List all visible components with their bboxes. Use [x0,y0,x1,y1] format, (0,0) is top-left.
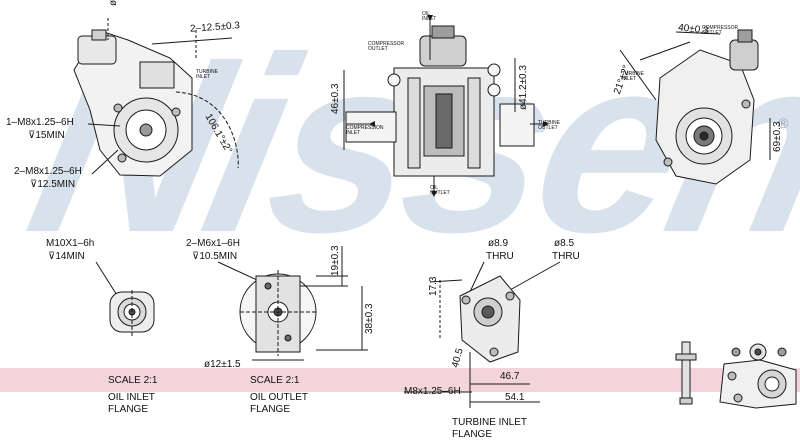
gasket-and-pipe-drawing [675,341,797,409]
caption-oil-outlet-line1: OIL OUTLET [250,392,308,403]
label-scale-oil-inlet: SCALE 2:1 [108,375,158,386]
label-dim-54-1: 54.1 [505,392,525,403]
label-thru-1: THRU [486,251,514,262]
oil-inlet-flange-drawing [95,261,155,336]
label-dim-19: 19±0.3 [330,245,341,276]
label-hole-8-5: ø8.5 [554,238,575,249]
label-hole-8-9: ø8.9 [488,238,509,249]
label-oil-outlet-top: OIL OUTLET [430,185,450,196]
label-thru-2: THRU [552,251,580,262]
label-dim-41-2: ø41.2±0.3 [518,65,529,110]
registered-mark: ® [778,115,789,131]
label-depth-14: ⊽14MIN [48,251,85,262]
label-thread-m6: 2–M6x1–6H [186,238,240,249]
caption-oil-inlet-line2: FLANGE [108,404,149,415]
label-dim-38: 38±0.3 [364,303,375,334]
label-thread-m8-1: 1–M8x1.25–6H [6,117,74,128]
label-scale-oil-outlet: SCALE 2:1 [250,375,300,386]
label-dim-17-3: 17.3 [428,276,439,296]
label-thread-m10: M10X1–6h [46,238,95,249]
label-depth-10-5: ⊽10.5MIN [192,251,238,262]
caption-oil-inlet-line1: OIL INLET [108,392,155,403]
label-dim-69: 69±0.3 [772,121,783,152]
label-turbine-inlet-left: TURBINE INLET [196,69,218,80]
label-compressor-outlet-center: COMPRESSOR OUTLET [368,41,405,52]
turbine-inlet-flange-drawing [404,261,561,408]
label-dim-46: 46±0.3 [330,83,341,114]
label-phi4: ø4 [108,0,119,6]
caption-turbine-inlet-line2: FLANGE [452,429,493,440]
label-compressor-inlet: COMPRESSION INLET [346,125,384,136]
label-depth-15: ⊽15MIN [28,130,65,141]
pink-band [0,368,800,392]
label-oil-inlet-top: OIL INLET [422,11,437,22]
oil-outlet-flange-drawing [217,246,368,361]
label-dim-12: ø12±1.5 [204,359,241,370]
turbo-view-right [619,29,771,185]
label-depth-12-5: ⊽12.5MIN [30,179,76,190]
label-compressor-outlet-right: COMPRESSOR OUTLET [702,25,739,36]
label-turbine-outlet: TURBINE OUTLET [538,120,560,131]
caption-oil-outlet-line2: FLANGE [250,404,291,415]
label-turbine-inlet-right: TURBINE INLET [622,71,644,82]
turbo-view-left [73,18,239,177]
caption-turbine-inlet-line1: TURBINE INLET [452,417,528,428]
label-thread-m8-flange: M8x1.25–6H [404,386,461,397]
turbo-view-center [343,15,549,197]
label-dim-46-7: 46.7 [500,371,520,382]
label-thread-m8-2: 2–M8x1.25–6H [14,166,82,177]
